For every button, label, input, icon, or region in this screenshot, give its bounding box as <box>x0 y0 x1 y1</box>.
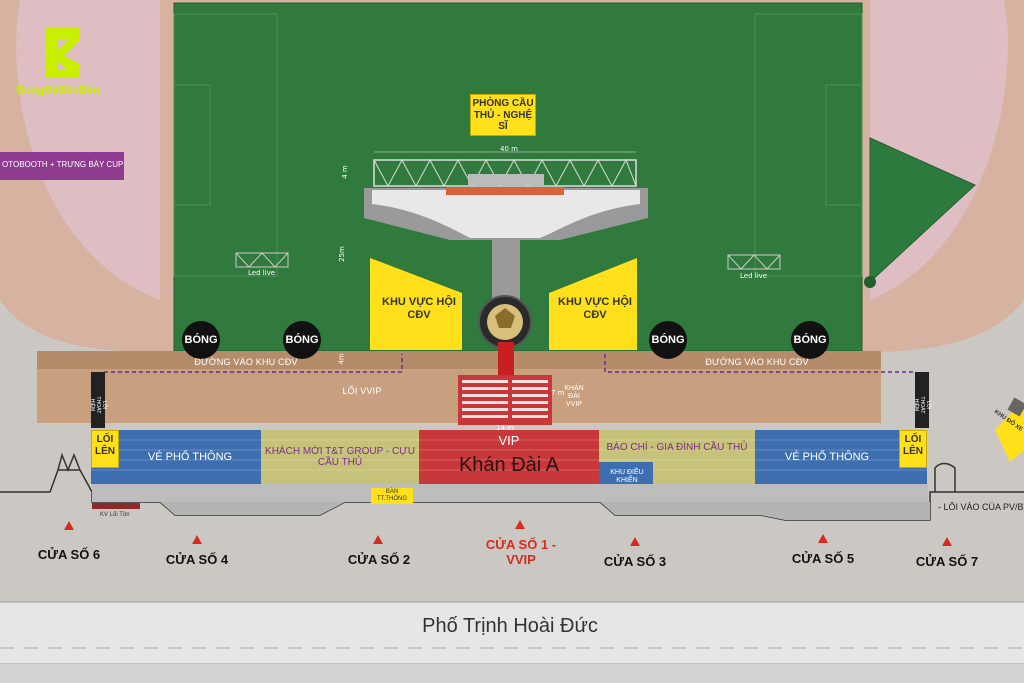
vvip-lane-label: LỐI VVIP <box>342 386 382 396</box>
gate-3: CỬA SỐ 3 <box>603 554 667 569</box>
gate-arrow <box>64 521 74 530</box>
led-left-label: Led live <box>248 269 276 277</box>
stand-name: Khán Đài A <box>458 454 560 476</box>
vip-stand-label: KHÁN ĐÀI VVIP <box>564 385 584 409</box>
dim-stand-width: 14 m <box>496 424 514 432</box>
control-area: KHU ĐIỀU KHIỂN <box>610 469 644 485</box>
entry-right: LỐI LÊN <box>899 430 927 468</box>
gate-arrow <box>818 534 828 543</box>
entry-left: LỐI LÊN <box>91 430 119 468</box>
gate-arrow <box>630 537 640 546</box>
photobooth-label: OTOBOOTH + TRƯNG BÀY CUP <box>2 160 124 169</box>
brand-name: BóngĐáBênBến <box>16 84 100 96</box>
dim-side-3: 4m <box>337 353 346 365</box>
fan-zone-right-label: KHU VỰC HỘI CĐV <box>558 296 632 321</box>
brand-logo-mark <box>46 28 80 78</box>
street <box>0 602 1024 664</box>
fan-path-right: ĐƯỜNG VÀO KHU CĐV <box>705 357 809 367</box>
emergency-exit-right: LỐI THOÁT HIỂM <box>913 396 931 414</box>
stand-general-left-bg <box>91 430 261 484</box>
dim-side-1: 4 m <box>340 165 349 179</box>
dim-stand-height: 7 m <box>551 389 565 397</box>
stand-guests: KHÁCH MỜI T&T GROUP - CỰU CẦU THỦ <box>265 445 415 469</box>
gate-2: CỬA SỐ 2 <box>347 552 411 567</box>
stand-general-left: VÉ PHỔ THÔNG <box>147 450 233 463</box>
stand-press: BÁO CHÍ - GIA ĐÌNH CẦU THỦ <box>606 442 748 454</box>
ball-marker: BÓNG <box>182 321 220 359</box>
gate-6: CỬA SỐ 6 <box>37 547 101 562</box>
fan-zone-left-label: KHU VỰC HỘI CĐV <box>382 296 456 321</box>
gate-1-vvip: CỬA SỐ 1 -VVIP <box>485 537 557 567</box>
street-name: Phố Trịnh Hoài Đức <box>422 615 598 637</box>
ball-marker: BÓNG <box>791 321 829 359</box>
ball-marker: BÓNG <box>283 321 321 359</box>
stand-general-right: VÉ PHỔ THÔNG <box>784 450 870 463</box>
gate-4: CỬA SỐ 4 <box>165 552 229 567</box>
emergency-exit-left: LỐI THOÁT HIỂM <box>89 396 107 414</box>
dim-top: 40 m <box>500 145 518 153</box>
info-desk: BÀN TT.THÔNG <box>377 489 407 502</box>
stand-vip: VIP <box>498 433 520 448</box>
gate-7: CỬA SỐ 7 <box>915 554 979 569</box>
gate-5: CỬA SỐ 5 <box>791 551 855 566</box>
ball-marker: BÓNG <box>649 321 687 359</box>
led-right-label: Led live <box>740 272 768 280</box>
press-lane: - LỐI VÀO CỦA PV/BTC <box>938 502 1024 512</box>
gate-arrow <box>192 535 202 544</box>
gate-arrow <box>515 520 525 529</box>
fan-path-left: ĐƯỜNG VÀO KHU CĐV <box>194 357 298 367</box>
gate-arrow <box>373 535 383 544</box>
players-room-label: PHÒNG CẦU THỦ - NGHỆ SĨ <box>470 94 536 136</box>
dim-side-2: 25m <box>337 246 346 262</box>
ticket-area: KV Lối Tôn <box>100 512 130 518</box>
gate-arrow <box>942 537 952 546</box>
